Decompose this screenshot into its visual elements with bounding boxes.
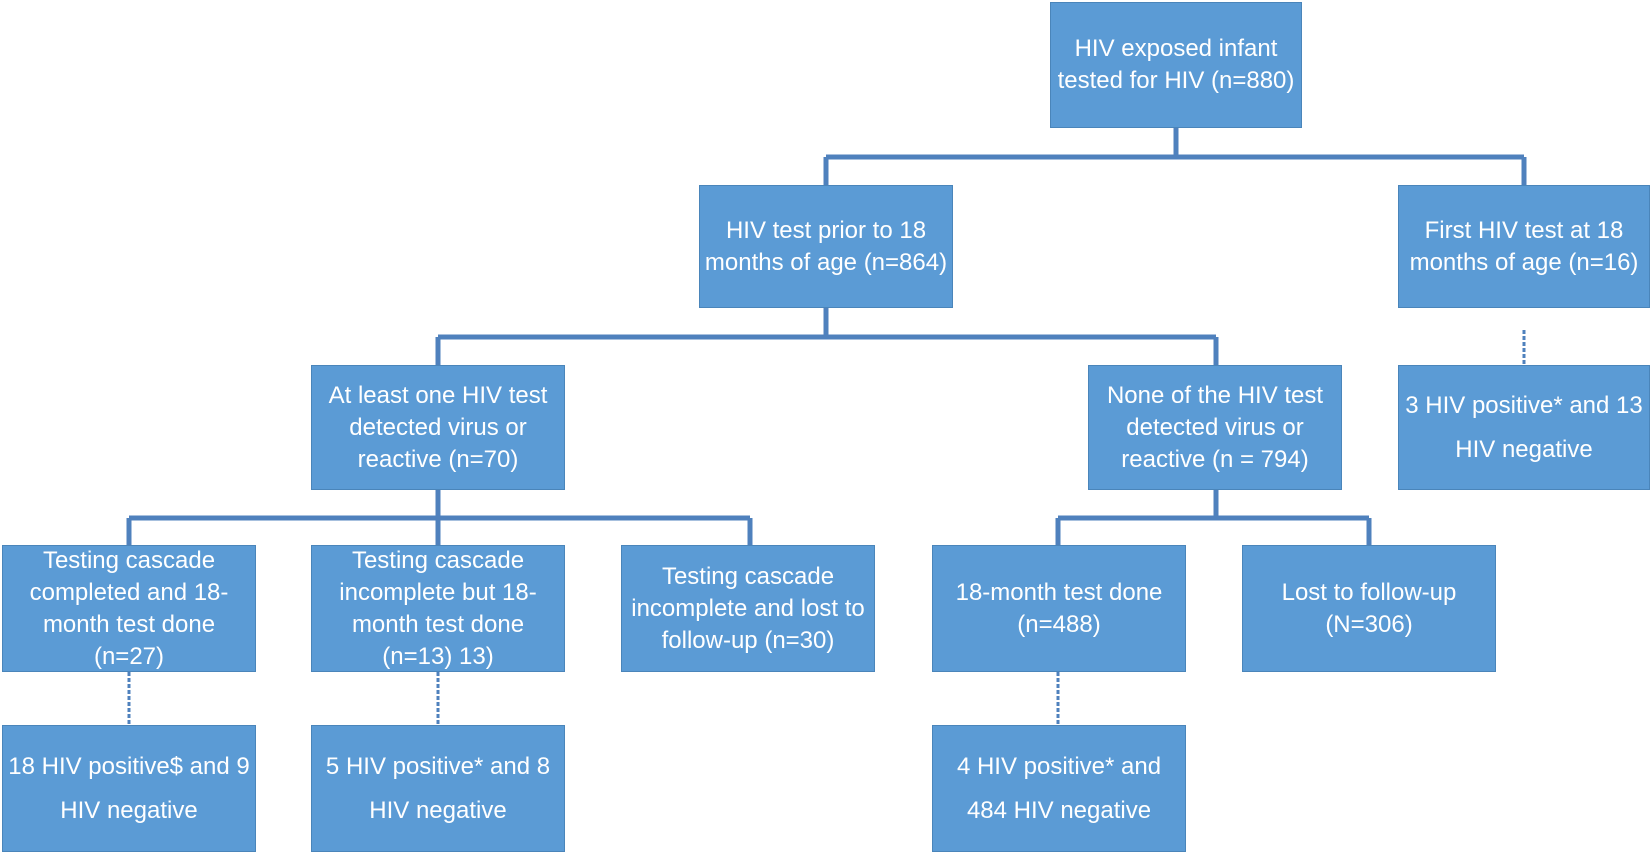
connector-prior18 — [435, 308, 1219, 365]
node-testing-completed: Testing cascade completed and 18-month t… — [2, 545, 256, 672]
node-testing-lost: Testing cascade incomplete and lost to f… — [621, 545, 875, 672]
node-18month-done: 18-month test done (n=488) — [932, 545, 1186, 672]
node-testing-incomplete-18: Testing cascade incomplete but 18-month … — [311, 545, 565, 672]
node-prior18: HIV test prior to 18 months of age (n=86… — [699, 185, 953, 308]
node-none: None of the HIV test detected virus or r… — [1088, 365, 1342, 490]
node-first18-result: 3 HIV positive* and 13 HIV negative — [1398, 365, 1650, 490]
node-result-18month: 4 HIV positive* and 484 HIV negative — [932, 725, 1186, 852]
connector-none — [1055, 490, 1372, 545]
connector-atleast — [126, 490, 753, 545]
node-root: HIV exposed infant tested for HIV (n=880… — [1050, 2, 1302, 128]
node-first18: First HIV test at 18 months of age (n=16… — [1398, 185, 1650, 308]
node-result-completed: 18 HIV positive$ and 9 HIV negative — [2, 725, 256, 852]
connector-root — [823, 128, 1527, 185]
node-result-incomplete-18: 5 HIV positive* and 8 HIV negative — [311, 725, 565, 852]
node-atleast: At least one HIV test detected virus or … — [311, 365, 565, 490]
node-lost-followup: Lost to follow-up (N=306) — [1242, 545, 1496, 672]
